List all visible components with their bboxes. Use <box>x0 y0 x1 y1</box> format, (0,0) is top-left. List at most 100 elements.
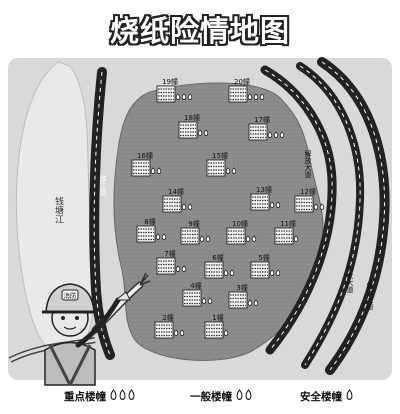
fire-drop-icon <box>109 388 136 404</box>
building-icon <box>294 195 314 213</box>
building-marker: 2幢 <box>154 313 185 339</box>
building-icon <box>156 85 176 103</box>
fire-drop-icon <box>235 388 253 404</box>
district-area <box>113 82 324 361</box>
building-marker: 12幢 <box>294 187 325 213</box>
building-label: 10幢 <box>232 219 248 228</box>
fire-drop-icon <box>253 299 259 306</box>
fire-drop-icon <box>253 93 259 100</box>
building-label: 18幢 <box>184 113 200 122</box>
building-marker: 18幢 <box>178 113 209 139</box>
building-icon <box>156 257 176 275</box>
legend-label: 重点楼幢 <box>64 390 106 403</box>
building-label: 9幢 <box>188 219 199 228</box>
building-label: 14幢 <box>168 187 184 196</box>
fire-drop-icon <box>173 329 179 336</box>
building-marker: 4幢 <box>182 281 213 307</box>
firefighter-badge: 消防 <box>64 291 78 300</box>
fire-drop-icon <box>345 388 354 404</box>
road-label-xinda-1: 新大大道 <box>346 264 354 294</box>
fire-drop-icon <box>175 265 181 272</box>
building-label: 16幢 <box>137 151 153 160</box>
building-label: 5幢 <box>258 253 269 262</box>
fire-drop-icon <box>179 329 185 336</box>
building-icon <box>162 195 182 213</box>
building-icon <box>250 193 270 211</box>
building-marker: 8幢 <box>136 217 167 243</box>
fire-drop-icon <box>313 203 319 210</box>
building-marker: 5幢 <box>250 253 281 279</box>
building-marker: 16幢 <box>131 151 162 177</box>
fire-drop-icon <box>181 203 187 210</box>
fire-drop-icon <box>205 235 211 242</box>
fire-drop-icon <box>150 167 156 174</box>
fire-drop-icon <box>223 269 229 276</box>
building-icon <box>131 159 151 177</box>
building-marker: 14幢 <box>162 187 193 213</box>
fire-drop-icon <box>225 167 231 174</box>
building-marker: 13幢 <box>250 185 281 211</box>
building-icon <box>154 321 174 339</box>
building-marker: 3幢 <box>228 283 259 309</box>
building-marker: 6幢 <box>204 253 235 279</box>
building-icon <box>228 291 248 309</box>
fire-drop-icon <box>223 329 229 336</box>
road-label-xinda-2: 新大大道 <box>366 281 374 311</box>
fire-drop-icon <box>267 131 273 138</box>
fire-drop-icon <box>269 269 275 276</box>
fire-drop-icon <box>251 235 257 242</box>
legend-label: 安全楼幢 <box>300 390 342 403</box>
building-icon <box>206 159 226 177</box>
fire-drop-icon <box>229 269 235 276</box>
building-label: 1幢 <box>212 313 223 322</box>
building-icon <box>248 123 268 141</box>
building-marker: 1幢 <box>204 313 229 339</box>
fire-drop-icon <box>319 203 325 210</box>
fire-drop-icon <box>275 201 281 208</box>
building-label: 2幢 <box>162 313 173 322</box>
fire-drop-icon <box>275 269 281 276</box>
building-label: 3幢 <box>236 283 247 292</box>
fire-drop-icon <box>245 235 251 242</box>
fire-drop-icon <box>259 93 265 100</box>
building-marker: 9幢 <box>180 219 211 245</box>
building-icon <box>274 227 294 245</box>
fire-drop-icon <box>203 129 209 136</box>
building-label: 6幢 <box>212 253 223 262</box>
building-label: 20幢 <box>234 77 250 86</box>
fire-drop-icon <box>279 131 285 138</box>
building-marker: 19幢 <box>156 77 193 103</box>
fire-drop-icon <box>155 233 161 240</box>
river-label: 钱塘江 <box>53 195 64 224</box>
legend-item: 一般楼幢 <box>190 386 253 406</box>
fire-drop-icon <box>207 297 213 304</box>
fire-drop-icon <box>161 233 167 240</box>
road-label-binjiang: 滨江路 <box>99 174 107 197</box>
map-title: 烧纸险情地图 <box>109 14 290 48</box>
building-marker: 10幢 <box>226 219 257 245</box>
fire-drop-icon <box>199 235 205 242</box>
fire-drop-icon <box>181 265 187 272</box>
building-label: 17幢 <box>254 115 270 124</box>
fire-drop-icon <box>247 299 253 306</box>
fire-drop-icon <box>197 129 203 136</box>
building-icon <box>204 321 224 339</box>
building-icon <box>136 225 156 243</box>
building-icon <box>182 289 202 307</box>
building-label: 11幢 <box>280 219 296 228</box>
building-label: 8幢 <box>144 217 155 226</box>
building-icon <box>180 227 200 245</box>
building-icon <box>250 261 270 279</box>
building-label: 12幢 <box>300 187 316 196</box>
fire-drop-icon <box>201 297 207 304</box>
building-marker: 15幢 <box>206 151 237 177</box>
building-icon <box>204 261 224 279</box>
fire-drop-icon <box>187 93 193 100</box>
building-marker: 20幢 <box>228 77 265 103</box>
building-label: 13幢 <box>256 185 272 194</box>
fire-drop-icon <box>247 93 253 100</box>
legend-item: 安全楼幢 <box>300 386 354 406</box>
fire-drop-icon <box>273 131 279 138</box>
